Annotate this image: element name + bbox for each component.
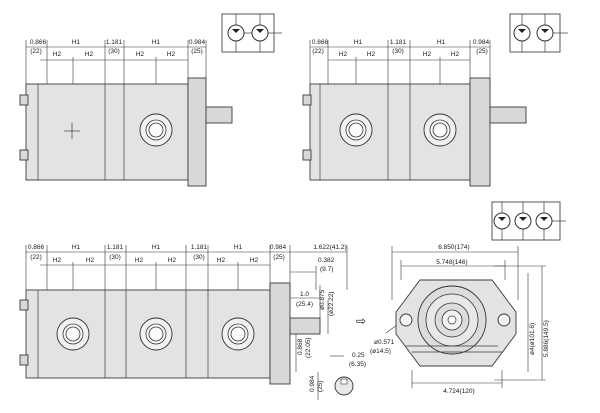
dim-4724: 4.724(120)	[443, 388, 474, 395]
dim-6850: 6.850(174)	[438, 244, 469, 251]
dim-0382: 0.382	[318, 257, 335, 264]
dim-30: (30)	[392, 48, 404, 55]
dim-145: (ø14.5)	[370, 348, 391, 355]
triple-pump-side-view: 0.866 (22) H1 1.181 (30) H1 1.181 (30) H…	[19, 244, 366, 400]
dim-0984: 0.984	[473, 39, 490, 46]
dim-025: 0.25	[352, 352, 365, 359]
dim-h1: H1	[72, 39, 81, 46]
hydraulic-symbol-single	[221, 13, 282, 53]
dim-1181: 1.181	[106, 39, 123, 46]
dim-97: (9.7)	[320, 266, 333, 273]
dim-h2: H2	[136, 51, 145, 58]
dim-0571: ø0.571	[374, 339, 395, 346]
dim-1181: 1.181	[107, 244, 124, 251]
dim-h2: H2	[168, 257, 177, 264]
dim-h2: H2	[86, 257, 95, 264]
dim-0866: 0.866	[30, 39, 47, 46]
dim-h2: H2	[339, 51, 348, 58]
dim-254: (25.4)	[296, 301, 313, 308]
dim-h1: H1	[152, 39, 161, 46]
dim-h2: H2	[367, 51, 376, 58]
dim-25: (25)	[191, 48, 203, 55]
dim-h1: H1	[72, 244, 81, 251]
hydraulic-symbol-double	[509, 13, 568, 53]
front-flange-view: 6.850(174) 5.748(146) 4.724(120) ø4(ø101…	[370, 244, 550, 395]
dim-0866: 0.866	[28, 244, 45, 251]
dim-2205: (22.05)	[305, 337, 312, 358]
hydraulic-symbol-triple	[491, 201, 566, 241]
dim-1181: 1.181	[191, 244, 208, 251]
dim-2222: (ø22.22)	[328, 291, 335, 316]
dim-0984: 0.984	[189, 39, 206, 46]
dim-0984: 0.984	[270, 244, 287, 251]
view-arrow-icon: ⇨	[356, 314, 366, 328]
dim-h2: H2	[53, 257, 62, 264]
dim-h2: H2	[217, 257, 226, 264]
dim-0875: ø0.875	[319, 289, 326, 310]
dim-h2: H2	[135, 257, 144, 264]
dim-h1: H1	[354, 39, 363, 46]
dim-h2: H2	[451, 51, 460, 58]
dim-h1: H1	[437, 39, 446, 46]
shaft-end-view	[334, 376, 354, 396]
dim-0984: 0.984	[309, 375, 316, 392]
double-pump-side-view: 0.866 (22) H1 1.181 (30) H1 0.984 (25) H…	[302, 39, 527, 187]
dim-0866: 0.866	[312, 39, 329, 46]
dim-0868: 0.868	[297, 338, 304, 355]
dim-10: 1.0	[300, 291, 309, 298]
dim-phi4: ø4(ø101.6)	[529, 323, 536, 355]
dim-h2: H2	[53, 51, 62, 58]
dim-5886: 5.886(149.5)	[543, 320, 550, 357]
dim-h1: H1	[234, 244, 243, 251]
dim-22: (22)	[30, 254, 42, 261]
dim-22: (22)	[312, 48, 324, 55]
dim-30: (30)	[109, 254, 121, 261]
dim-5748: 5.748(146)	[436, 259, 467, 266]
dim-h2: H2	[250, 257, 259, 264]
dim-635: (6.35)	[349, 361, 366, 368]
dim-1181: 1.181	[390, 39, 407, 46]
dim-25: (25)	[273, 254, 285, 261]
dim-25: (25)	[317, 380, 324, 392]
single-pump-side-view: 0.866 (22) H1 1.181 (30) H1 0.984 (25) H…	[19, 39, 233, 187]
dim-h1: H1	[152, 244, 161, 251]
dim-h2: H2	[423, 51, 432, 58]
dim-30: (30)	[108, 48, 120, 55]
dim-22: (22)	[30, 48, 42, 55]
dim-30: (30)	[193, 254, 205, 261]
dim-25: (25)	[476, 48, 488, 55]
dim-h2: H2	[85, 51, 94, 58]
dim-1622: 1.622(41.2)	[313, 244, 346, 251]
dim-h2: H2	[167, 51, 176, 58]
